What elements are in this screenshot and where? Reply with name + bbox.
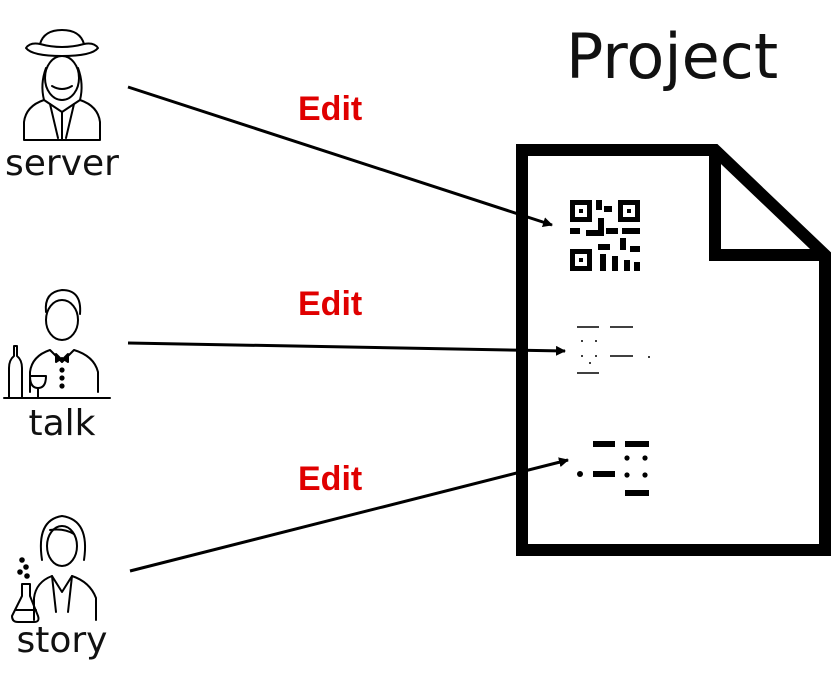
edit-label-server: Edit	[298, 90, 363, 128]
light-dashes-icon	[577, 326, 650, 374]
project-title: Project	[566, 20, 779, 93]
qr-code-icon	[570, 200, 640, 271]
edit-arrow-talk	[127, 341, 566, 356]
edit-label-story: Edit	[298, 460, 363, 498]
waiter-person-icon	[3, 289, 111, 399]
edit-arrow-server	[127, 85, 553, 227]
person-label-story: story	[16, 620, 108, 661]
bold-dashes-icon	[577, 441, 649, 496]
project-document	[516, 144, 831, 556]
person-label-talk: talk	[28, 403, 96, 444]
cowboy-person-icon	[23, 29, 101, 141]
scientist-person-icon	[11, 515, 97, 623]
person-label-server: server	[5, 143, 119, 184]
edit-arrow-story	[129, 457, 569, 573]
edit-label-talk: Edit	[298, 285, 363, 323]
